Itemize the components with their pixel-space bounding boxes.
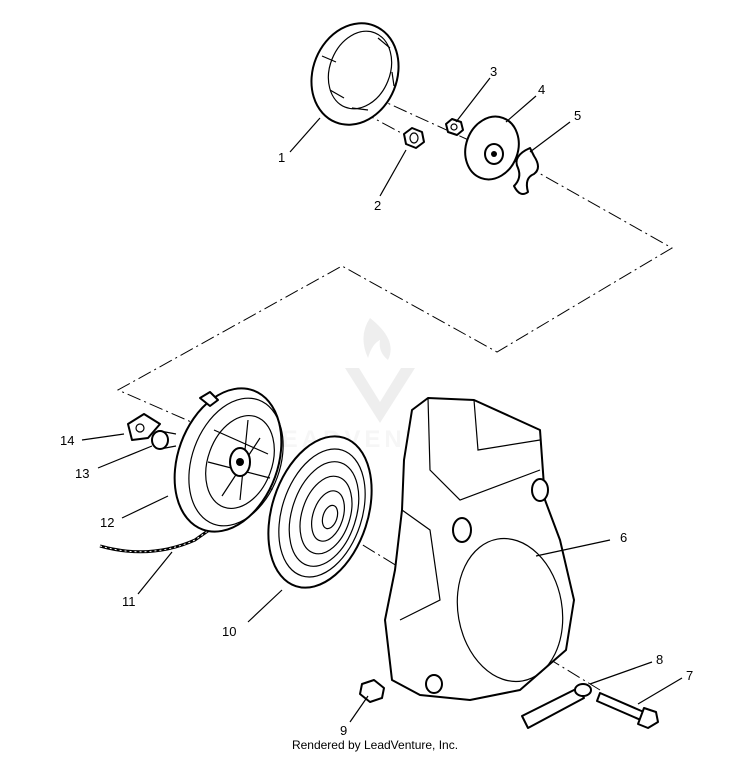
starter-rope-part	[99, 526, 213, 554]
pawl-plate-part	[464, 115, 520, 181]
handle-washer-part	[521, 683, 592, 729]
starter-housing-part	[384, 397, 575, 701]
callout-11: 11	[122, 594, 136, 609]
rope-pulley-part	[173, 387, 284, 533]
callout-13: 13	[75, 466, 89, 481]
callout-8: 8	[656, 652, 663, 667]
small-nut-part	[359, 679, 385, 703]
leader-lines	[81, 77, 683, 723]
callout-12: 12	[100, 515, 114, 530]
callout-10: 10	[222, 624, 236, 639]
recoil-spring-part	[267, 435, 373, 589]
spring-clip-part	[513, 147, 539, 195]
starter-cup-part	[310, 22, 400, 126]
bolt-part	[596, 692, 659, 729]
footer-credit: Rendered by LeadVenture, Inc.	[291, 738, 459, 752]
callout-3: 3	[490, 64, 497, 79]
callout-14: 14	[60, 433, 74, 448]
callout-9: 9	[340, 723, 347, 738]
callout-1: 1	[278, 150, 285, 165]
callout-5: 5	[574, 108, 581, 123]
callout-4: 4	[538, 82, 545, 97]
callout-labels: 1 2 3 4 5 6 7 8 9 10 11 12 13 14	[60, 64, 693, 738]
callout-6: 6	[620, 530, 627, 545]
nut-part	[403, 127, 425, 149]
callout-7: 7	[686, 668, 693, 683]
spacer-part	[151, 430, 177, 450]
callout-2: 2	[374, 198, 381, 213]
bracket-part	[127, 413, 161, 441]
lock-nut-part	[445, 118, 464, 136]
